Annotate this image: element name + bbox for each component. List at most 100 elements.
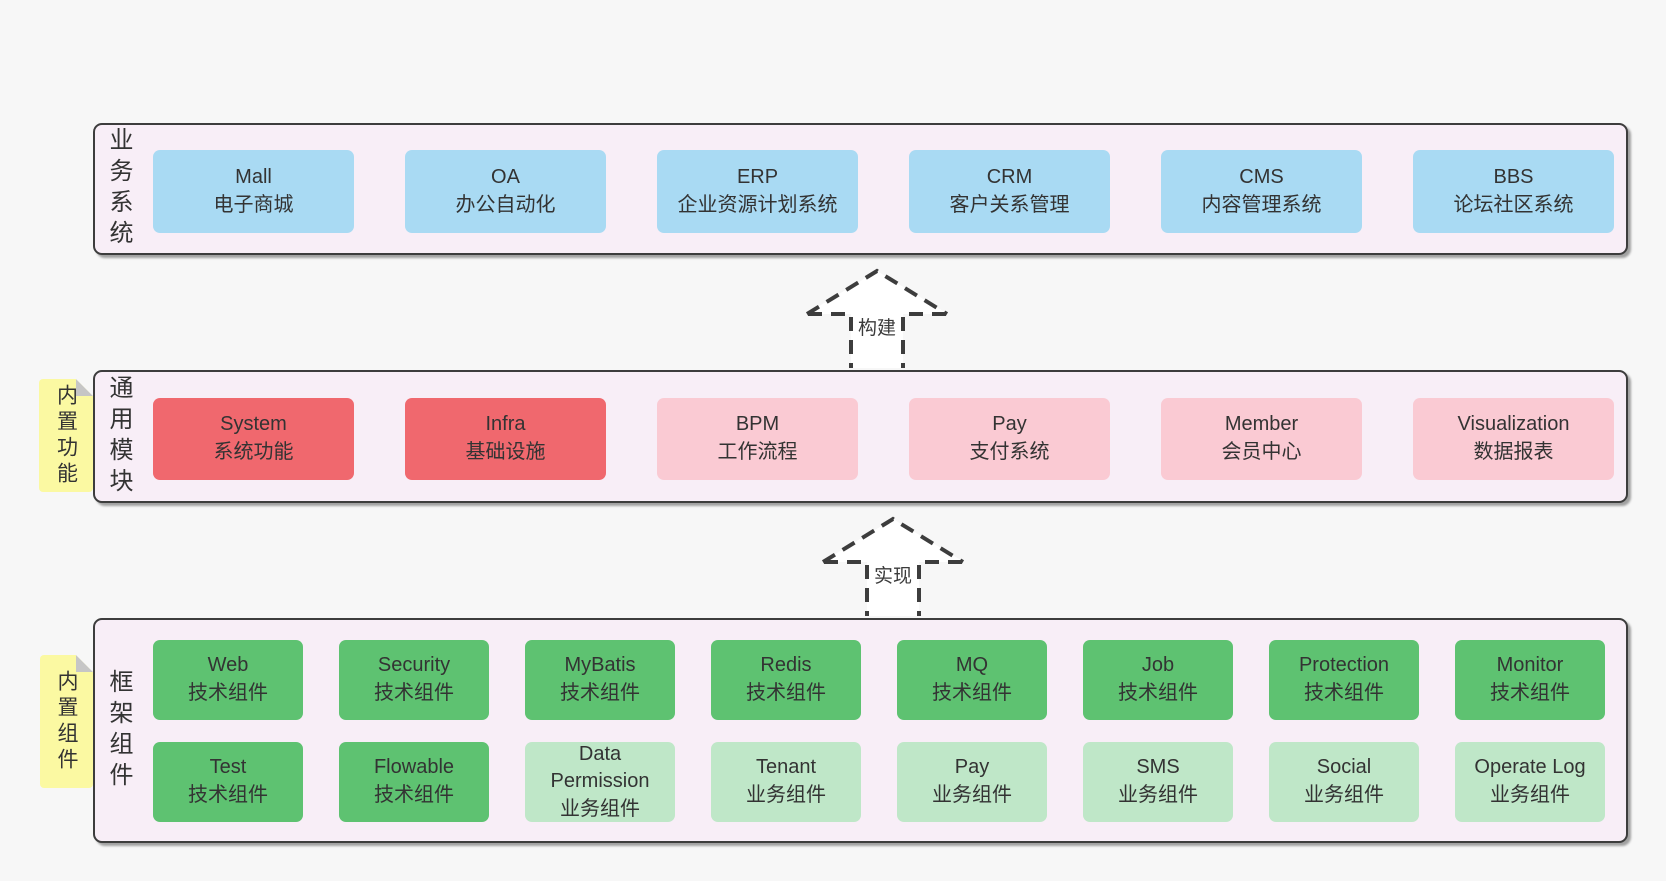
arrow-label-implement: 实现 [870,560,916,589]
box-title: Operate Log [1474,756,1586,779]
framework-components-row-1: Web 技术组件 Security 技术组件 MyBatis 技术组件 Redi… [153,640,1605,720]
box-title: Visualization [1457,413,1570,436]
box-protection: Protection 技术组件 [1269,640,1419,720]
box-title: Infra [485,413,526,436]
box-subtitle: 企业资源计划系统 [677,193,838,216]
box-title: Data Permission [550,742,650,793]
panel-common-modules: 通用模块 System 系统功能 Infra 基础设施 BPM 工作流程 Pay… [93,370,1628,503]
box-redis: Redis 技术组件 [711,640,861,720]
sticky-note-built-in-components: 内置组件 [40,655,93,788]
box-subtitle: 业务组件 [746,784,826,806]
box-test: Test 技术组件 [153,742,303,822]
panel-business-systems: 业务系统 Mall 电子商城 OA 办公自动化 ERP 企业资源计划系统 CRM… [93,123,1628,255]
business-systems-row: Mall 电子商城 OA 办公自动化 ERP 企业资源计划系统 CRM 客户关系… [153,150,1614,233]
box-social: Social 业务组件 [1269,742,1419,822]
box-title: Monitor [1496,654,1564,677]
box-pay-component: Pay 业务组件 [897,742,1047,822]
box-subtitle: 办公自动化 [455,193,556,216]
sticky-note-text: 内置功能 [54,383,78,488]
box-cms: CMS 内容管理系统 [1161,150,1362,233]
arrow-label-build: 构建 [854,312,900,341]
box-title: MQ [955,654,989,677]
box-subtitle: 内容管理系统 [1201,193,1322,216]
box-title: Mall [235,165,272,188]
box-title: Social [1316,756,1372,779]
box-subtitle: 技术组件 [746,682,826,704]
box-crm: CRM 客户关系管理 [909,150,1110,233]
box-title: CMS [1239,165,1284,188]
box-title: BPM [735,413,780,436]
box-title: ERP [736,165,779,188]
box-oa: OA 办公自动化 [405,150,606,233]
side-label-common-modules: 通用模块 [105,374,132,499]
framework-components-row-2: Test 技术组件 Flowable 技术组件 Data Permission … [153,742,1605,822]
box-bpm: BPM 工作流程 [657,398,858,480]
box-subtitle: 客户关系管理 [949,193,1070,216]
box-subtitle: 技术组件 [374,784,454,806]
box-title: Protection [1298,654,1390,677]
box-title: Pay [954,756,990,779]
sticky-note-text: 内置组件 [55,669,78,774]
box-title: SMS [1136,756,1180,779]
arrow-up-implement: 实现 [822,516,964,616]
box-subtitle: 技术组件 [188,682,268,704]
box-erp: ERP 企业资源计划系统 [657,150,858,233]
box-mall: Mall 电子商城 [153,150,354,233]
common-modules-row: System 系统功能 Infra 基础设施 BPM 工作流程 Pay 支付系统… [153,398,1614,480]
box-system: System 系统功能 [153,398,354,480]
box-monitor: Monitor 技术组件 [1455,640,1605,720]
box-title: Test [209,756,247,779]
box-subtitle: 业务组件 [560,797,640,820]
box-subtitle: 支付系统 [969,441,1050,463]
box-subtitle: 业务组件 [1304,784,1384,806]
sticky-note-built-in-functions: 内置功能 [39,379,93,492]
box-subtitle: 技术组件 [1304,682,1384,704]
box-subtitle: 数据报表 [1473,441,1554,463]
box-subtitle: 电子商城 [213,193,294,216]
box-title: Flowable [373,756,455,779]
box-sms: SMS 业务组件 [1083,742,1233,822]
box-subtitle: 技术组件 [374,682,454,704]
side-label-business-systems: 业务系统 [105,127,132,251]
box-title: Redis [760,654,812,677]
box-subtitle: 技术组件 [932,682,1012,704]
box-member: Member 会员中心 [1161,398,1362,480]
panel-framework-components: 框架组件 Web 技术组件 Security 技术组件 MyBatis 技术组件… [93,618,1628,843]
box-subtitle: 业务组件 [932,784,1012,806]
box-job: Job 技术组件 [1083,640,1233,720]
box-title: System [220,413,287,436]
box-operate-log: Operate Log 业务组件 [1455,742,1605,822]
box-title: Pay [992,413,1027,436]
box-mybatis: MyBatis 技术组件 [525,640,675,720]
box-subtitle: 工作流程 [717,441,798,463]
box-pay-system: Pay 支付系统 [909,398,1110,480]
box-mq: MQ 技术组件 [897,640,1047,720]
box-title: MyBatis [564,654,636,677]
box-title: Tenant [755,756,817,779]
box-web: Web 技术组件 [153,640,303,720]
box-subtitle: 技术组件 [560,682,640,704]
box-subtitle: 技术组件 [1118,682,1198,704]
box-security: Security 技术组件 [339,640,489,720]
box-tenant: Tenant 业务组件 [711,742,861,822]
box-bbs: BBS 论坛社区系统 [1413,150,1614,233]
box-subtitle: 技术组件 [1490,682,1570,704]
box-visualization: Visualization 数据报表 [1413,398,1614,480]
box-title: CRM [986,165,1033,188]
box-subtitle: 会员中心 [1221,441,1302,463]
side-label-framework-components: 框架组件 [105,668,132,793]
box-data-permission: Data Permission 业务组件 [525,742,675,822]
box-title: Web [207,654,249,677]
box-title: Job [1141,654,1175,677]
box-title: BBS [1493,165,1534,188]
box-subtitle: 系统功能 [213,441,294,463]
box-title: Member [1224,413,1299,436]
box-subtitle: 基础设施 [465,441,546,463]
box-subtitle: 技术组件 [188,784,268,806]
arrow-up-build: 构建 [806,268,948,368]
box-infra: Infra 基础设施 [405,398,606,480]
box-subtitle: 论坛社区系统 [1453,193,1574,216]
box-title: OA [491,165,520,188]
box-flowable: Flowable 技术组件 [339,742,489,822]
box-subtitle: 业务组件 [1118,784,1198,806]
